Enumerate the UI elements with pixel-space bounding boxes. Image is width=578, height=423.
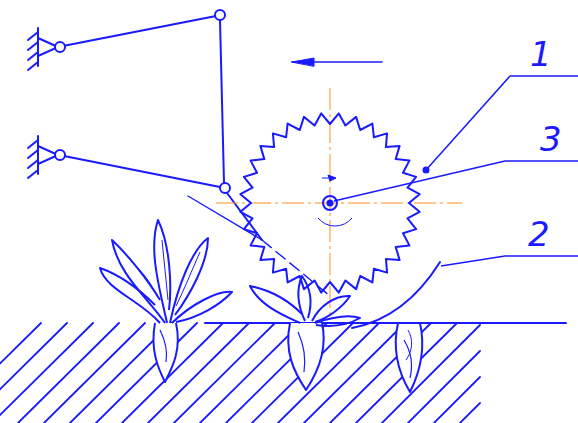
soil-hatching [0, 323, 480, 423]
leader-line [441, 256, 578, 266]
hatch-stroke [434, 377, 480, 423]
beet [100, 220, 232, 382]
toothed-wheel [240, 113, 419, 292]
ground-support [28, 136, 58, 178]
pivot [55, 42, 65, 52]
knife-trace [262, 240, 330, 296]
leader-line [334, 161, 578, 201]
hatch-stroke [18, 323, 119, 423]
hatch-stroke [0, 323, 93, 423]
soil-line [205, 322, 566, 324]
guide-plate [352, 262, 440, 328]
hatch-stroke [356, 323, 457, 423]
hatch-stroke [200, 323, 301, 423]
hub [323, 196, 337, 210]
link [64, 156, 220, 187]
leader-dot [424, 168, 429, 173]
hatch-stroke [174, 323, 275, 423]
arrow-head [292, 58, 314, 66]
hatch-stroke [252, 323, 353, 423]
link [63, 16, 216, 46]
pivot [215, 10, 225, 20]
axis [328, 201, 333, 206]
center-lines [216, 88, 462, 318]
leader-line [426, 76, 578, 170]
ground-support [28, 28, 58, 70]
pivot [55, 150, 65, 160]
hatch-stroke [44, 323, 145, 423]
hatch-stroke [460, 403, 480, 423]
rotation-arrow [328, 175, 336, 181]
callout-number: 2 [528, 216, 550, 252]
beet [250, 276, 360, 390]
callout-number: 3 [540, 121, 562, 157]
link [220, 20, 224, 183]
rotation-arc [318, 218, 352, 226]
pivot [220, 183, 230, 193]
hatch-stroke [122, 323, 223, 423]
hatch-stroke [330, 323, 431, 423]
callout-number: 1 [530, 36, 552, 72]
beet [396, 323, 423, 392]
hatch-stroke [278, 323, 379, 423]
hatch-stroke [148, 323, 249, 423]
hatch-stroke [96, 323, 197, 423]
hatch-stroke [226, 323, 327, 423]
